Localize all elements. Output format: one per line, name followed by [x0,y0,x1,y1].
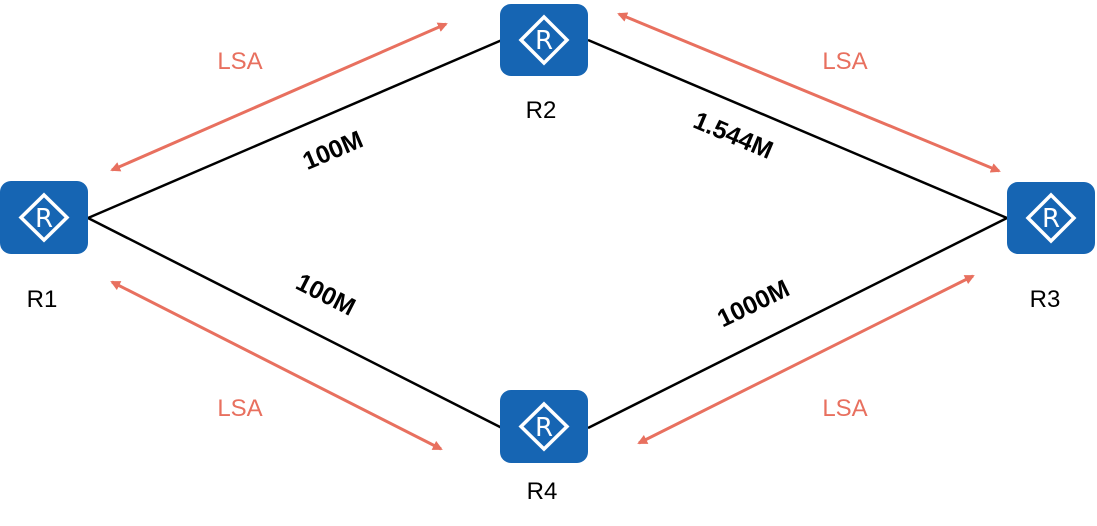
router-icon: R [500,390,588,463]
router-icon: R [500,4,588,76]
svg-text:R: R [1042,204,1060,234]
router-r4[interactable]: R R4 [500,390,588,505]
link-r2-r3 [587,38,1008,220]
lsa-arrow-r4-r3 [637,274,975,445]
router-icon: R [1007,182,1095,254]
link-r1-r2 [87,38,503,220]
router-r2[interactable]: R R2 [500,4,588,124]
router-icon: R [0,181,88,254]
link-label-r1-r2: 100M [299,126,368,176]
lsa-arrow-r1-r2 [110,22,448,172]
lsa-arrow-r2-r3 [617,12,1001,173]
link-label-r4-r3: 1000M [713,274,794,333]
link-r4-r3 [587,216,1008,430]
link-label-r1-r4: 100M [291,268,359,321]
lsa-label-r2-r3: LSA [822,48,867,75]
lsa-label-r1-r2: LSA [217,48,262,75]
router-label-r3: R3 [1030,286,1061,313]
router-r3[interactable]: R R3 [1007,182,1095,313]
lsa-label-r1-r4: LSA [217,395,262,422]
lsa-arrow-r1-r4 [110,280,443,451]
svg-text:R: R [35,204,53,234]
router-label-r4: R4 [527,478,558,505]
svg-text:R: R [535,26,553,56]
router-label-r2: R2 [526,97,557,124]
svg-text:R: R [535,413,553,443]
router-label-r1: R1 [27,286,58,313]
lsa-label-r4-r3: LSA [822,395,867,422]
link-r1-r4 [87,216,503,430]
router-r1[interactable]: R R1 [0,181,88,313]
